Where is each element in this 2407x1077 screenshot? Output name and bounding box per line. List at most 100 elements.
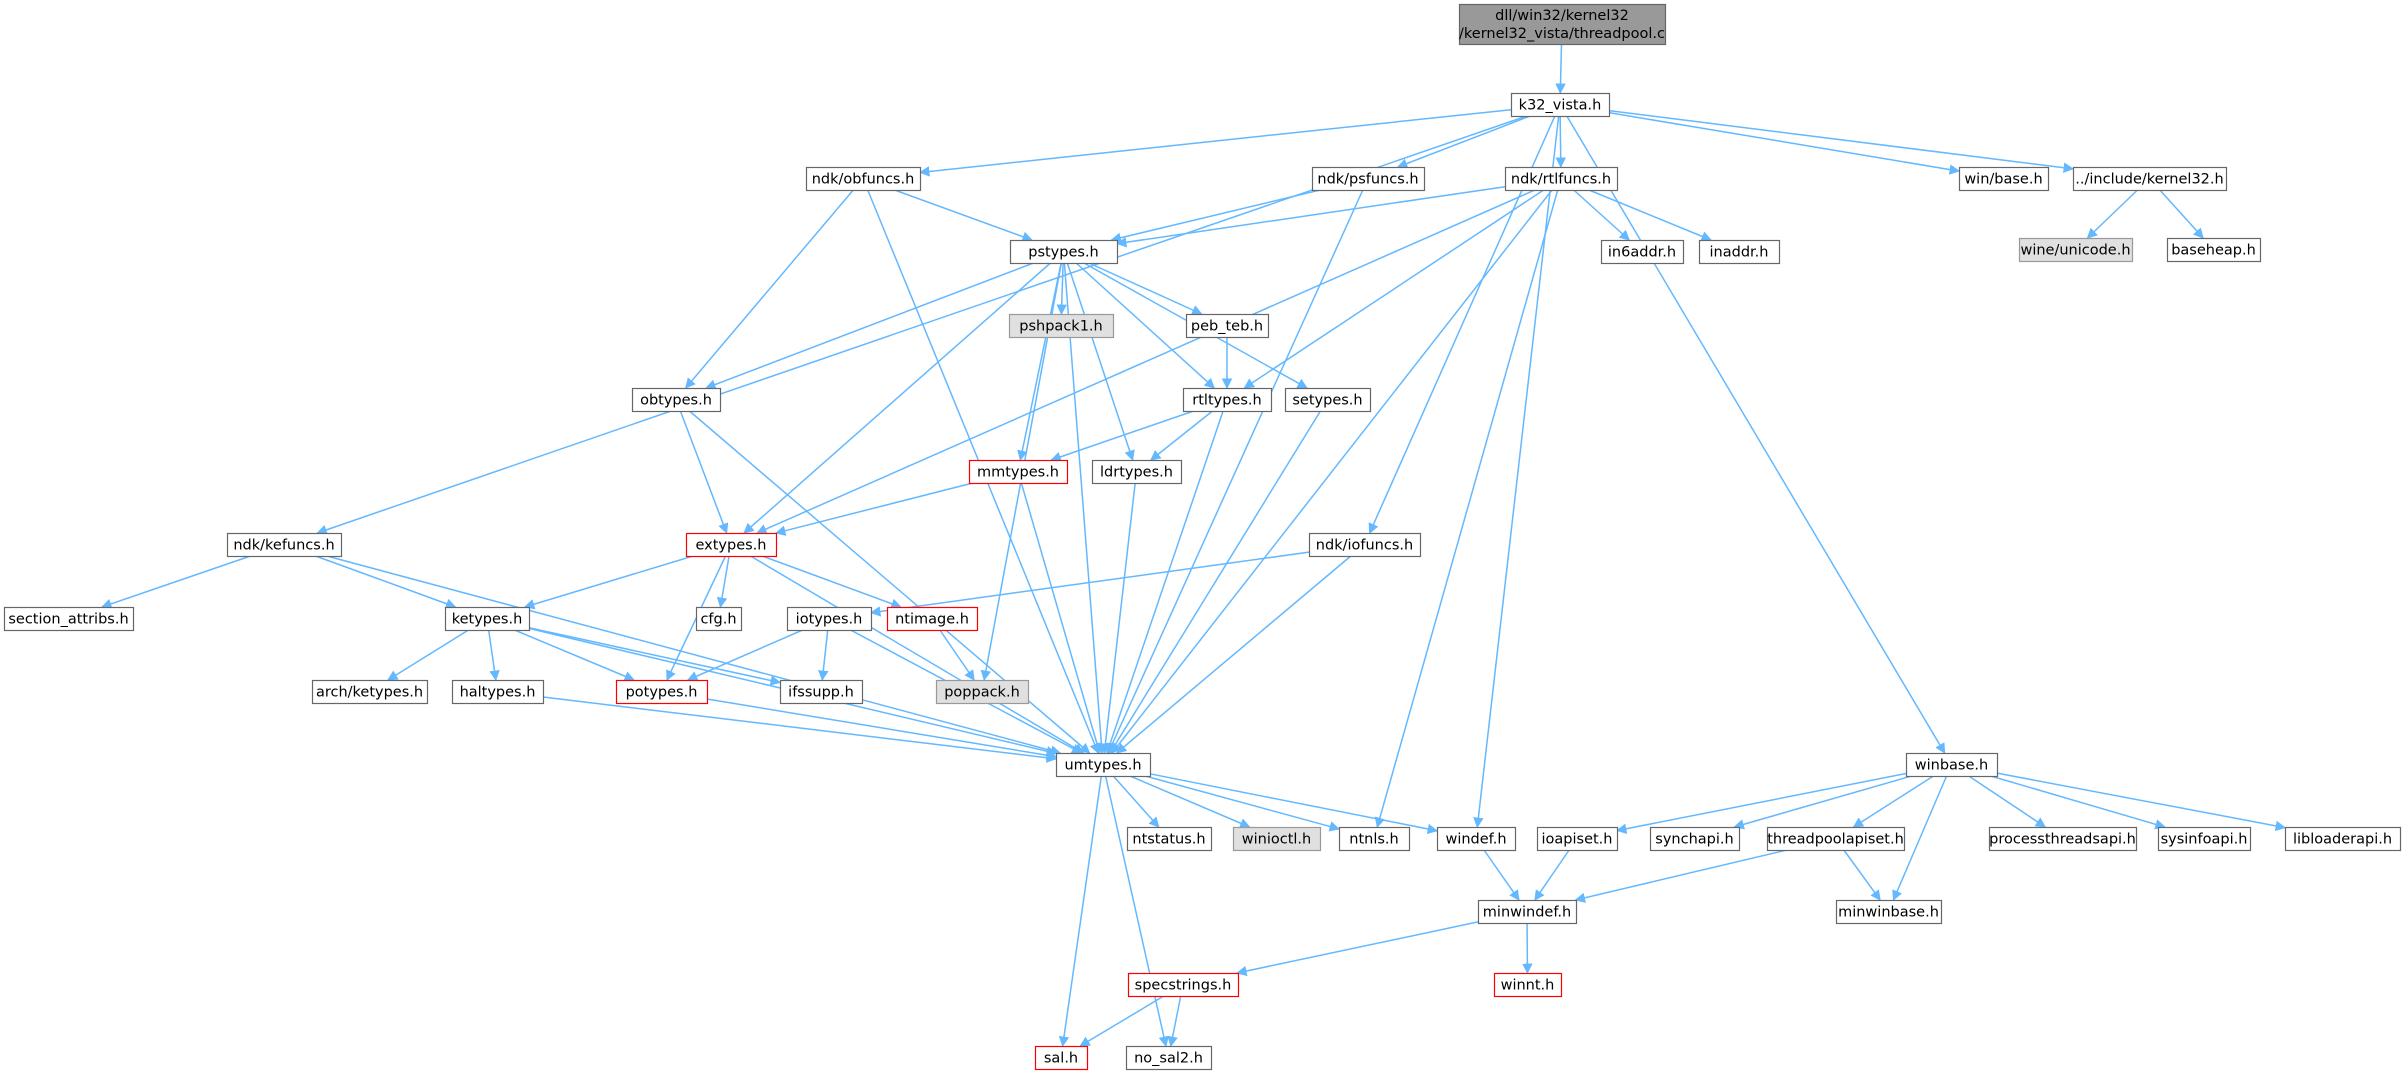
- node-peb-teb[interactable]: peb_teb.h: [1185, 313, 1270, 339]
- node-cfg[interactable]: cfg.h: [695, 606, 743, 632]
- node-label: ntimage.h: [895, 612, 969, 628]
- edge-ndk_rtlfuncs-to-rtltypes: [1243, 189, 1545, 389]
- node-winioctl[interactable]: winioctl.h: [1232, 826, 1322, 852]
- node-label: k32_vista.h: [1519, 98, 1602, 114]
- edge-umtypes-to-ntnls: [1144, 775, 1341, 832]
- node-label: section_attribs.h: [8, 612, 128, 628]
- node-ndk-kefuncs[interactable]: ndk/kefuncs.h: [226, 532, 343, 558]
- node-label: pshpack1.h: [1019, 319, 1102, 335]
- edge-pstypes-to-umtypes: [1063, 262, 1107, 755]
- node-box: [1182, 387, 1273, 413]
- node-umtypes[interactable]: umtypes.h: [1055, 752, 1152, 778]
- node-label: iotypes.h: [796, 612, 863, 628]
- node-box: [1284, 387, 1372, 413]
- node-label: ndk/obfuncs.h: [812, 172, 915, 188]
- node-label: specstrings.h: [1135, 978, 1232, 994]
- node-minwindef[interactable]: minwindef.h: [1477, 899, 1578, 925]
- edge-pstypes-to-extypes: [743, 262, 1051, 534]
- node-label: obtypes.h: [640, 393, 712, 409]
- node-wine-unicode[interactable]: wine/unicode.h: [2018, 237, 2134, 263]
- node-box: [779, 679, 864, 705]
- node-rtltypes[interactable]: rtltypes.h: [1182, 387, 1273, 413]
- node-extypes[interactable]: extypes.h: [685, 532, 778, 558]
- node-label: potypes.h: [626, 685, 698, 701]
- node-mmtypes[interactable]: mmtypes.h: [968, 459, 1069, 485]
- node-iotypes[interactable]: iotypes.h: [786, 606, 873, 632]
- node-poppack[interactable]: poppack.h: [935, 679, 1030, 705]
- node-pshpack1[interactable]: pshpack1.h: [1008, 313, 1115, 339]
- node-section-attribs[interactable]: section_attribs.h: [3, 606, 135, 632]
- node-label: ndk/psfuncs.h: [1317, 172, 1418, 188]
- node-label: sysinfoapi.h: [2161, 832, 2248, 848]
- node-label: ioapiset.h: [1542, 832, 1613, 848]
- node-label: ndk/rtlfuncs.h: [1511, 172, 1611, 188]
- edge-ndk_iofuncs-to-iotypes: [869, 551, 1310, 617]
- node-winnt[interactable]: winnt.h: [1493, 972, 1563, 998]
- node-k32-vista[interactable]: k32_vista.h: [1510, 92, 1611, 118]
- node-box: [695, 606, 743, 632]
- node-libloaderapi[interactable]: libloaderapi.h: [2284, 826, 2402, 852]
- node-box: [1125, 1045, 1213, 1071]
- edge-mmtypes-to-extypes: [774, 482, 973, 536]
- node-obtypes[interactable]: obtypes.h: [631, 387, 722, 413]
- edge-haltypes-to-umtypes: [542, 696, 1058, 763]
- node-label: threadpoolapiset.h: [1767, 832, 1904, 848]
- node-threadpoolapiset[interactable]: threadpoolapiset.h: [1766, 826, 1906, 852]
- node-pstypes[interactable]: pstypes.h: [1009, 239, 1119, 265]
- node-root[interactable]: dll/win32/kernel32/kernel32_vista/thread…: [1458, 3, 1667, 46]
- node-specstrings[interactable]: specstrings.h: [1127, 972, 1240, 998]
- node-win-base[interactable]: win/base.h: [1958, 166, 2050, 192]
- edge-ldrtypes-to-umtypes: [1100, 482, 1136, 755]
- node-ndk-rtlfuncs[interactable]: ndk/rtlfuncs.h: [1504, 166, 1619, 192]
- node-ndk-psfuncs[interactable]: ndk/psfuncs.h: [1311, 166, 1426, 192]
- edge-minwindef-to-specstrings: [1236, 921, 1479, 977]
- node-box: [685, 532, 778, 558]
- node-haltypes[interactable]: haltypes.h: [451, 679, 545, 705]
- node-ndk-obfuncs[interactable]: ndk/obfuncs.h: [805, 166, 922, 192]
- edge-ketypes-to-haltypes: [487, 629, 500, 682]
- node-sal[interactable]: sal.h: [1034, 1045, 1089, 1071]
- node-box: [1536, 826, 1619, 852]
- node-ioapiset[interactable]: ioapiset.h: [1536, 826, 1619, 852]
- node-label: ntnls.h: [1349, 832, 1398, 848]
- node-sysinfoapi[interactable]: sysinfoapi.h: [2157, 826, 2252, 852]
- edge-ndk_obfuncs-to-pstypes: [894, 189, 1033, 242]
- node-label: ldrtypes.h: [1100, 465, 1173, 481]
- node-potypes[interactable]: potypes.h: [615, 679, 709, 705]
- node-ifssupp[interactable]: ifssupp.h: [779, 679, 864, 705]
- node-inaddr[interactable]: inaddr.h: [1698, 239, 1781, 265]
- node-winbase[interactable]: winbase.h: [1905, 752, 1999, 778]
- node-in6addr[interactable]: in6addr.h: [1600, 239, 1685, 265]
- node-minwinbase[interactable]: minwinbase.h: [1835, 899, 1943, 925]
- node-arch-ketypes[interactable]: arch/ketypes.h: [311, 679, 429, 705]
- node-label: no_sal2.h: [1134, 1051, 1203, 1067]
- node-ntstatus[interactable]: ntstatus.h: [1126, 826, 1213, 852]
- node-label: inaddr.h: [1710, 245, 1769, 261]
- node-box: [935, 679, 1030, 705]
- edge-windef-to-minwindef: [1483, 849, 1520, 901]
- node-ndk-iofuncs[interactable]: ndk/iofuncs.h: [1308, 532, 1422, 558]
- node-setypes[interactable]: setypes.h: [1284, 387, 1372, 413]
- node-box: [1600, 239, 1685, 265]
- node-include-kernel32[interactable]: ../include/kernel32.h: [2072, 166, 2228, 192]
- node-ldrtypes[interactable]: ldrtypes.h: [1091, 459, 1183, 485]
- edge-pstypes-to-pshpack1: [1056, 262, 1067, 316]
- node-box: [1835, 899, 1943, 925]
- node-box: [786, 606, 873, 632]
- node-ntimage[interactable]: ntimage.h: [886, 606, 979, 632]
- node-synchapi[interactable]: synchapi.h: [1649, 826, 1741, 852]
- node-label: windef.h: [1445, 832, 1506, 848]
- node-label: rtltypes.h: [1192, 393, 1261, 409]
- edge-obtypes-to-extypes: [679, 410, 729, 534]
- node-label: ndk/kefuncs.h: [233, 538, 334, 554]
- edge-ndk_rtlfuncs-to-inaddr: [1588, 189, 1712, 242]
- node-ntnls[interactable]: ntnls.h: [1338, 826, 1411, 852]
- node-processthreadsapi[interactable]: processthreadsapi.h: [1988, 826, 2138, 852]
- edge-umtypes-to-windef: [1149, 773, 1439, 835]
- edge-pstypes-to-ldrtypes: [1066, 262, 1135, 461]
- node-baseheap[interactable]: baseheap.h: [2166, 237, 2262, 263]
- node-ketypes[interactable]: ketypes.h: [444, 606, 531, 632]
- node-no-sal2[interactable]: no_sal2.h: [1125, 1045, 1213, 1071]
- edge-root-to-k32_vista: [1555, 43, 1566, 95]
- node-windef[interactable]: windef.h: [1436, 826, 1517, 852]
